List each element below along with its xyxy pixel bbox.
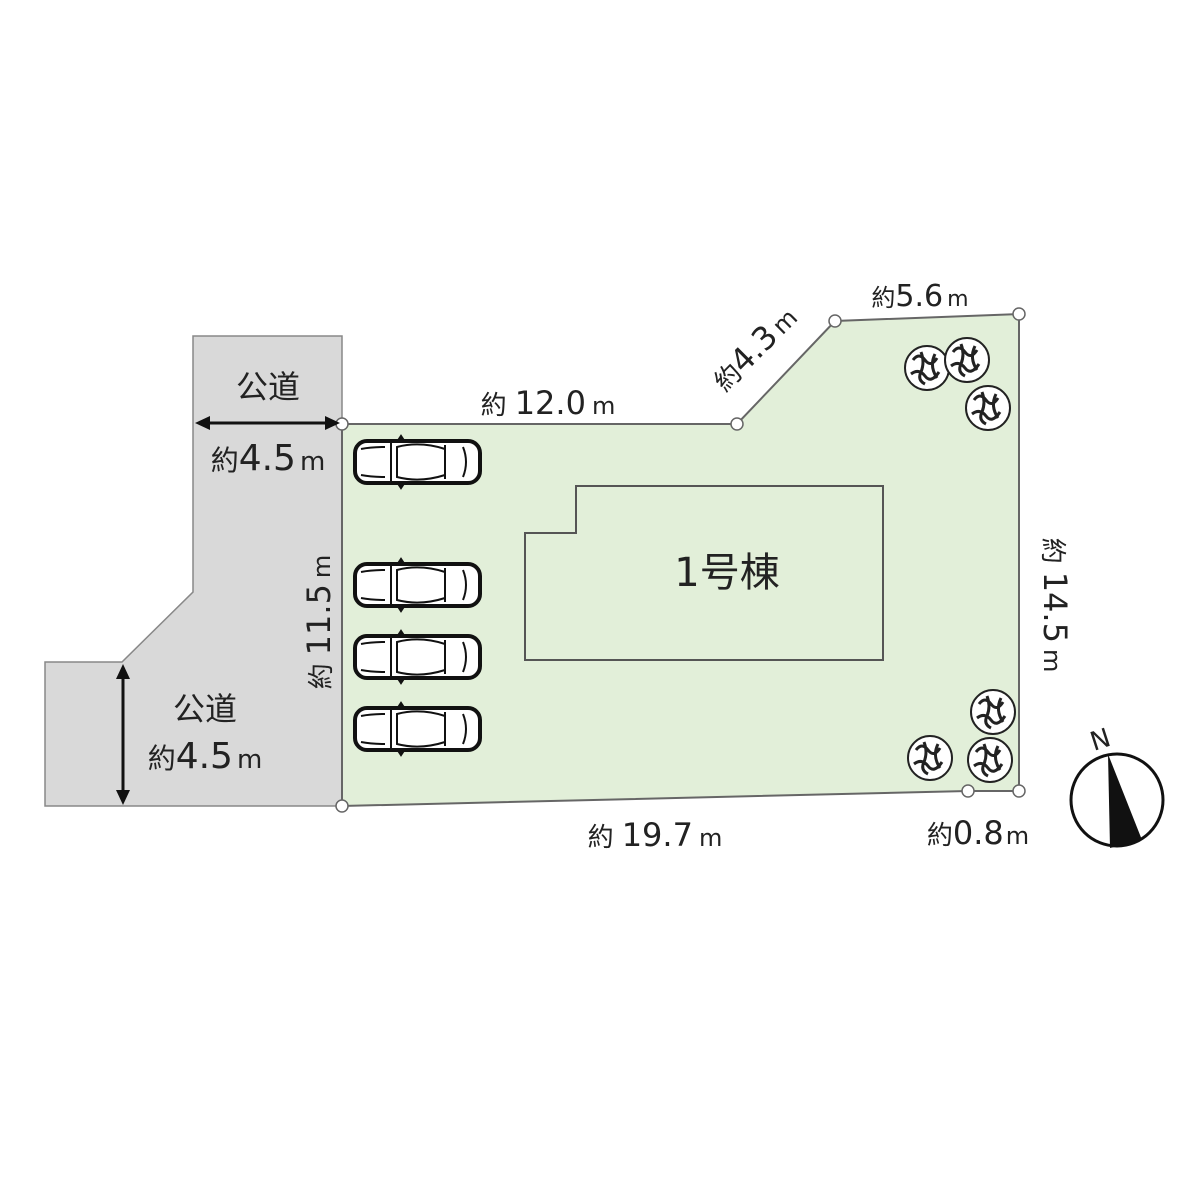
lot-boundary xyxy=(341,312,1020,808)
boundary-markers xyxy=(335,307,1026,813)
dimension-southeast: 約0.8m xyxy=(927,814,1029,852)
north-compass-icon: N xyxy=(1069,723,1165,848)
public-road xyxy=(44,335,343,807)
width-arrow xyxy=(195,416,340,430)
compass-label: N xyxy=(1087,723,1115,758)
dimension-west: 約11.5m xyxy=(300,555,338,690)
road-label: 公道 xyxy=(173,690,237,728)
dimension-east: 約14.5m xyxy=(1036,538,1074,673)
road-label: 公道 xyxy=(236,368,300,406)
parking-car xyxy=(353,628,482,686)
building-footprint xyxy=(524,485,884,661)
parking-car xyxy=(353,556,482,614)
building-label: 1号棟 xyxy=(674,550,779,596)
parking-car xyxy=(353,433,482,491)
parking-car xyxy=(353,700,482,758)
width-arrow xyxy=(116,664,130,805)
